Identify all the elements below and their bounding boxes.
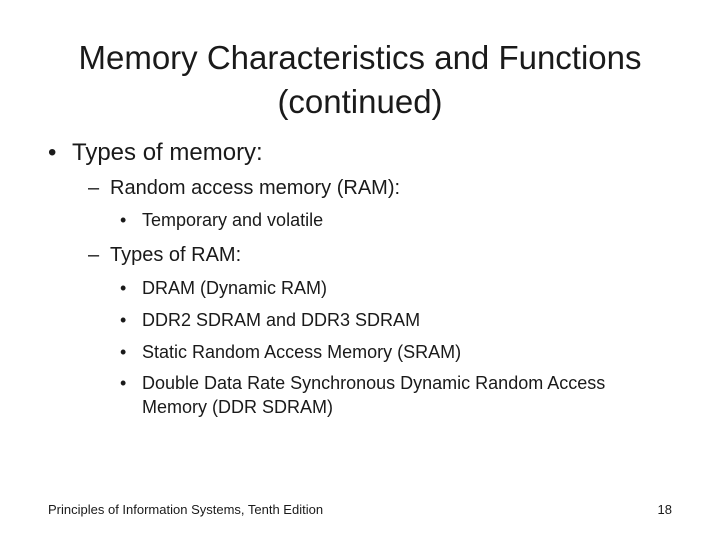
- bullet-types-of-ram: –Types of RAM:: [88, 242, 241, 268]
- bullet-text: Random access memory (RAM):: [110, 177, 401, 199]
- bullet-types-of-memory: • Types of memory:: [48, 138, 263, 168]
- bullet-marker-icon: •: [120, 310, 127, 330]
- bullet-marker-icon: •: [48, 139, 57, 166]
- bullet-text: DRAM (Dynamic RAM): [142, 278, 328, 298]
- bullet-text: Temporary and volatile: [142, 210, 324, 230]
- bullet-ram-heading: –Random access memory (RAM):: [88, 175, 400, 201]
- list-item-dram: • DRAM (Dynamic RAM): [120, 276, 327, 300]
- list-item-ddr-sdram: • Double Data Rate Synchronous Dynamic Ra…: [120, 371, 660, 419]
- bullet-text: Double Data Rate Synchronous Dynamic Ran…: [142, 373, 606, 417]
- slide-title: Memory Characteristics and Functions (co…: [30, 36, 690, 124]
- list-item-sram: • Static Random Access Memory (SRAM): [120, 340, 461, 364]
- dash-marker-icon: –: [88, 244, 100, 266]
- list-item-ddr2-ddr3: • DDR2 SDRAM and DDR3 SDRAM: [120, 308, 420, 332]
- footer-book-title: Principles of Information Systems, Tenth…: [48, 502, 324, 517]
- bullet-text: Static Random Access Memory (SRAM): [142, 342, 462, 362]
- bullet-marker-icon: •: [120, 342, 127, 362]
- bullet-text: Types of RAM:: [110, 244, 242, 266]
- bullet-text: Types of memory:: [72, 139, 263, 166]
- bullet-ram-detail: • Temporary and volatile: [120, 208, 323, 232]
- bullet-marker-icon: •: [120, 373, 127, 393]
- title-line-2: (continued): [277, 83, 443, 120]
- dash-marker-icon: –: [88, 177, 100, 199]
- bullet-marker-icon: •: [120, 278, 127, 298]
- bullet-marker-icon: •: [120, 210, 127, 230]
- footer-page-number: 18: [657, 502, 672, 517]
- bullet-text: DDR2 SDRAM and DDR3 SDRAM: [142, 310, 421, 330]
- title-line-1: Memory Characteristics and Functions: [78, 39, 642, 76]
